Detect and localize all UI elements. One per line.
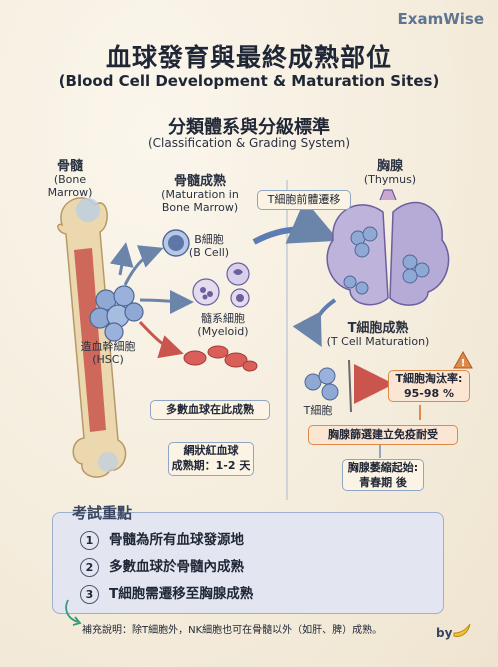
- b-cell-icon: [162, 229, 190, 257]
- tolerance-box: 胸腺篩選建立免疫耐受: [308, 425, 458, 445]
- thymus-label: 胸腺(Thymus): [363, 159, 417, 186]
- thymus-icon: [326, 189, 450, 306]
- bone-marrow-label: 骨髓(Bone Marrow): [47, 159, 93, 199]
- red-blood-cells-icon: [183, 345, 258, 372]
- elimination-rate-box: T細胞淘汰率:95-98 %: [388, 370, 470, 402]
- item-number: 1: [80, 530, 99, 550]
- page-title-en: (Blood Cell Development & Maturation Sit…: [58, 72, 440, 90]
- page-title: 血球發育與最終成熟部位: [105, 43, 392, 72]
- section-subtitle-en: (Classification & Grading System): [147, 136, 351, 150]
- section-subtitle: 分類體系與分級標準: [168, 117, 330, 138]
- exam-points-panel: [52, 512, 444, 614]
- thymus-atrophy-box: 胸腺萎縮起始:青春期 後: [342, 459, 424, 491]
- hsc-cluster: [89, 285, 144, 342]
- note-arrow-icon: [65, 599, 82, 626]
- myeloid-label: 髓系細胞(Myeloid): [197, 312, 249, 338]
- myeloid-cells-icon: [192, 262, 250, 308]
- footnote: 補充說明：除T細胞外，NK細胞也可在骨髓以外（如肝、脾）成熟。: [82, 625, 383, 636]
- item-number: 3: [80, 584, 99, 604]
- t-cell-label: T細胞: [303, 404, 333, 417]
- t-cell-icon: [304, 359, 394, 413]
- t-precursor-migration-box: T細胞前體遷移: [257, 190, 351, 210]
- most-mature-here-box: 多數血球在此成熟: [150, 400, 270, 420]
- exam-points-title: 考試重點: [72, 504, 133, 522]
- brand-logo: ExamWise: [397, 10, 484, 28]
- reticulocyte-box: 網狀紅血球成熟期：1-2 天: [168, 442, 254, 476]
- svg-text:!: !: [461, 358, 466, 369]
- b-cell-label: B細胞(B Cell): [188, 233, 230, 259]
- migration-arrow: [252, 199, 340, 245]
- t-maturation-label: T細胞成熟(T Cell Maturation): [326, 321, 430, 348]
- banana-icon: [453, 623, 471, 637]
- warning-icon: !: [453, 350, 473, 369]
- byline: by: [436, 626, 453, 640]
- diagram-illustration: !: [57, 180, 473, 500]
- bone-icon: [57, 197, 127, 478]
- hsc-label: 造血幹細胞(HSC): [80, 340, 136, 366]
- item-number: 2: [80, 557, 99, 577]
